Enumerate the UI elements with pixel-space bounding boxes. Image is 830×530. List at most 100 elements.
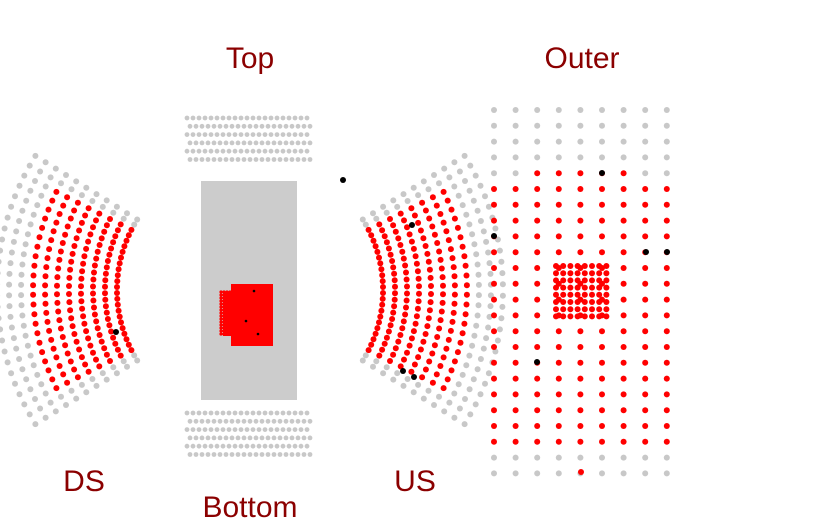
strip-dot-off: [292, 115, 298, 121]
us-fan-dot: [372, 243, 379, 250]
ds-fan-dot: [104, 316, 111, 322]
outer-cluster-dot: [560, 270, 567, 277]
outer-grid-dot: [555, 438, 562, 445]
strip-dot-off: [214, 410, 220, 416]
ds-fan-dot: [98, 338, 105, 345]
ds-fan-dot: [39, 224, 46, 231]
center-dead-pixel: [256, 332, 260, 336]
strip-dot-off: [280, 132, 286, 138]
outer-grid-dot: [663, 359, 670, 366]
us-fan-dot: [410, 328, 417, 335]
ds-fan-dot: [80, 260, 87, 267]
strip-dot-off: [208, 410, 214, 416]
outer-cluster-dot: [567, 313, 574, 320]
ds-fan-dot: [46, 327, 53, 334]
outer-grid-dot: [534, 423, 541, 429]
strip-dot-off: [214, 132, 220, 138]
us-fan-dot: [379, 301, 386, 308]
strip-dot-off: [283, 123, 289, 129]
us-fan-dot: [499, 281, 506, 288]
outer-grid-dot: [512, 359, 519, 366]
us-fan-dot: [477, 182, 484, 189]
ds-fan-dot: [34, 330, 41, 337]
outer-grid-dot: [642, 296, 649, 303]
outer-grid-dot: [577, 438, 584, 445]
outer-grid-dot: [599, 249, 605, 256]
strip-dot-off: [244, 427, 250, 432]
us-fan-dot: [461, 152, 468, 159]
outer-grid-dot: [534, 107, 541, 113]
outer-grid-dot: [534, 201, 541, 208]
ds-fan-dot: [6, 303, 13, 310]
strip-dot-off: [265, 435, 271, 441]
outer-grid-dot: [577, 170, 584, 177]
ds-fan-dot: [67, 307, 74, 314]
us-fan-dot: [415, 275, 422, 282]
strip-dot-off: [277, 452, 283, 457]
us-fan-dot: [404, 349, 410, 356]
us-fan-dot: [440, 354, 447, 361]
outer-grid-dot: [663, 391, 670, 398]
ds-fan-dot: [27, 386, 34, 393]
us-fan-dot: [482, 193, 488, 200]
ds-fan-dot: [68, 315, 75, 322]
ds-fan-dot: [18, 292, 25, 299]
ds-fan-dot: [102, 290, 108, 297]
ds-fan-dot: [34, 202, 41, 209]
outer-grid-dot: [512, 470, 519, 477]
center-hit-pixel: [228, 311, 232, 315]
strip-dot-off: [220, 132, 226, 138]
us-fan-dot: [359, 357, 366, 364]
outer-grid-dot: [577, 107, 584, 113]
us-fan-dot: [392, 228, 399, 235]
strip-dot-off: [187, 435, 193, 441]
outer-grid-dot: [663, 312, 670, 319]
strip-dot-off: [262, 410, 268, 416]
strip-dot-off: [235, 452, 241, 457]
ds-fan-dot: [16, 391, 23, 398]
ds-fan-dot: [107, 216, 113, 222]
strip-dot-off: [259, 435, 265, 441]
strip-dot-off: [280, 115, 286, 121]
us-fan-dot: [426, 215, 433, 222]
outer-cluster-dot: [603, 291, 610, 298]
ds-fan-dot: [36, 234, 43, 241]
strip-dot-off: [250, 148, 256, 154]
outer-grid-dot: [642, 312, 649, 319]
us-fan-dot: [425, 387, 432, 394]
ds-fan-dot: [79, 268, 86, 275]
outer-dead-dot: [491, 233, 497, 239]
us-fan-dot: [450, 309, 457, 316]
outer-grid-dot: [491, 423, 497, 429]
strip-dot-off: [280, 148, 286, 154]
us-fan-dot: [496, 247, 503, 254]
strip-dot-off: [190, 427, 196, 432]
outer-grid-dot: [642, 391, 649, 398]
us-fan-dot: [472, 172, 479, 179]
ds-fan-dot: [60, 202, 67, 209]
strip-dot-off: [196, 443, 202, 449]
us-fan-dot: [466, 352, 473, 359]
ds-fan-dot: [10, 238, 17, 245]
strip-dot-off: [208, 427, 214, 432]
us-fan-dot: [428, 291, 434, 297]
ds-fan-dot: [93, 191, 100, 198]
strip-dot-off: [211, 418, 217, 424]
ds-fan-dot: [90, 290, 96, 297]
strip-dot-off: [217, 140, 223, 146]
strip-dot-off: [244, 443, 250, 449]
outer-grid-dot: [512, 233, 519, 240]
us-fan-dot: [437, 317, 444, 324]
us-fan-dot: [473, 251, 480, 258]
us-fan-dot: [415, 192, 422, 199]
us-fan-dot: [422, 366, 429, 373]
strip-dot-off: [247, 140, 253, 146]
strip-dot-off: [268, 443, 274, 449]
us-fan-dot: [427, 299, 434, 306]
ds-fan-dot: [19, 207, 26, 214]
us-fan-dot: [379, 295, 386, 302]
ds-fan-dot: [71, 243, 78, 249]
ds-fan-dot: [56, 363, 63, 369]
strip-dot-off: [211, 452, 217, 457]
ds-fan-dot: [6, 270, 13, 277]
